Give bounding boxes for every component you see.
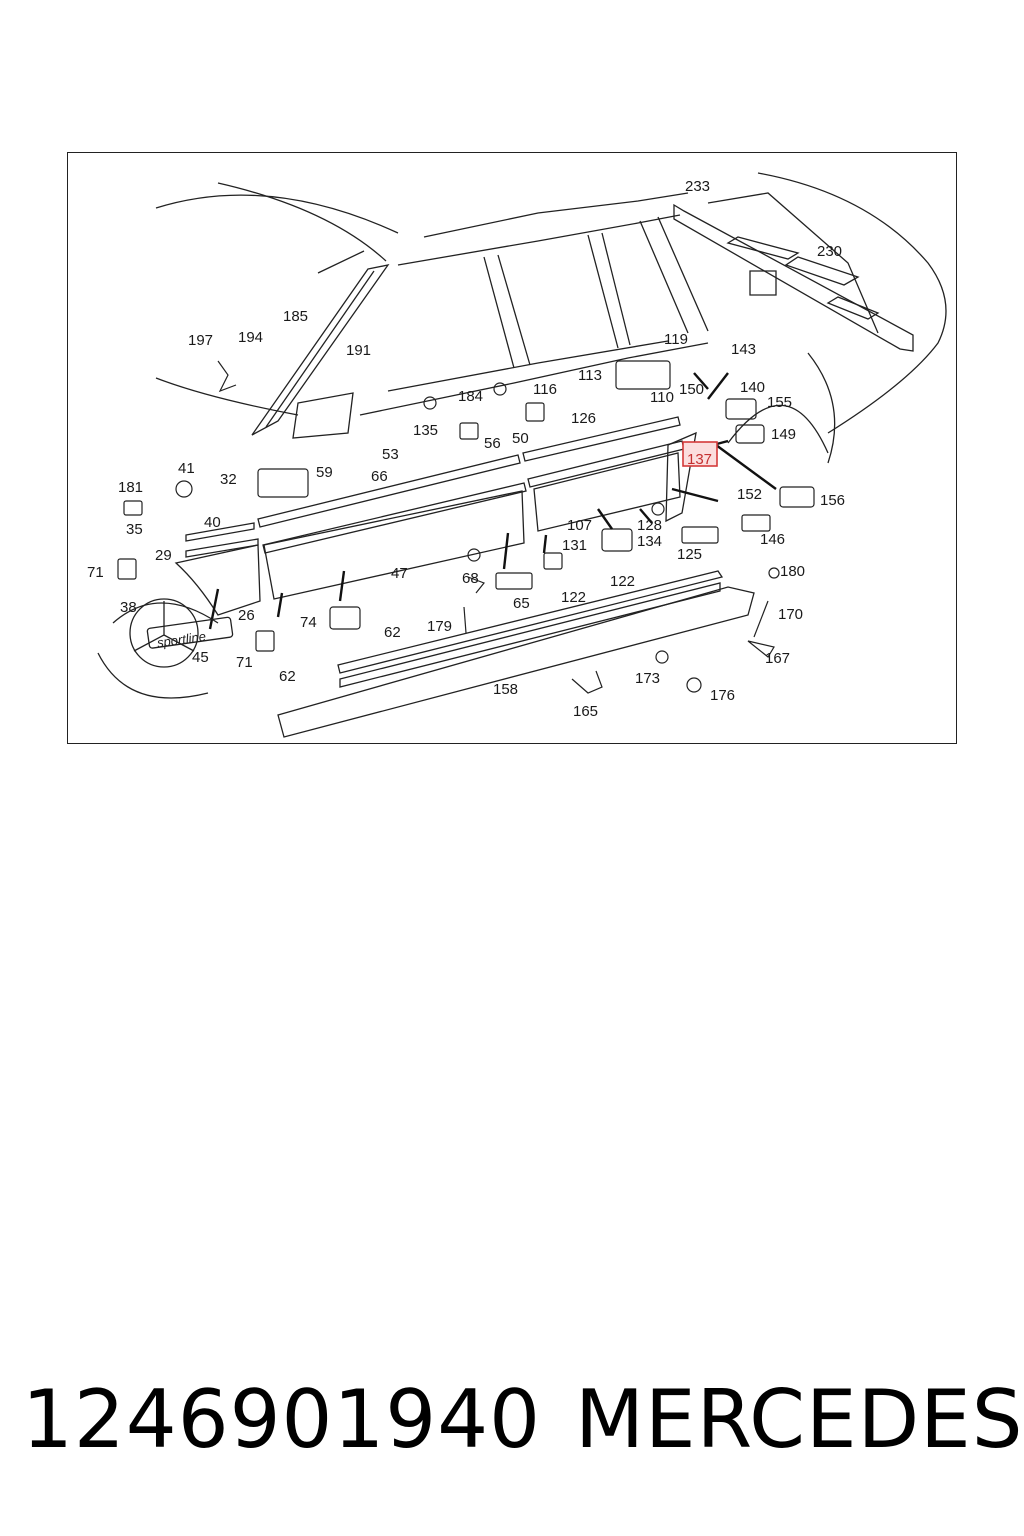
callout-122: 122 [610, 573, 635, 590]
callout-135: 135 [413, 422, 438, 439]
callout-26: 26 [238, 607, 255, 624]
callout-150: 150 [679, 381, 704, 398]
callout-126: 126 [571, 410, 596, 427]
callout-47: 47 [391, 565, 408, 582]
callout-125: 125 [677, 546, 702, 563]
callout-155: 155 [767, 394, 792, 411]
callout-165: 165 [573, 703, 598, 720]
callout-191: 191 [346, 342, 371, 359]
callout-134: 134 [637, 533, 662, 550]
pointer-arrows [208, 372, 777, 630]
callout-116: 116 [533, 381, 557, 398]
callout-146: 146 [760, 531, 785, 548]
part-number: 1246901940 [22, 1373, 541, 1466]
callout-181: 181 [118, 479, 143, 496]
callout-56: 56 [484, 435, 501, 452]
callout-180: 180 [780, 563, 805, 580]
callout-41: 41 [178, 460, 195, 477]
rocker-panel [277, 570, 755, 738]
callout-230: 230 [817, 243, 842, 260]
callout-50: 50 [512, 430, 529, 447]
callout-128: 128 [637, 517, 662, 534]
callout-194: 194 [238, 329, 263, 346]
callout-53: 53 [382, 446, 399, 463]
callout-74: 74 [300, 614, 317, 631]
callout-62: 62 [279, 668, 296, 685]
callout-38: 38 [120, 599, 137, 616]
callout-170: 170 [778, 606, 803, 623]
callout-156: 156 [820, 492, 845, 509]
callout-179: 179 [427, 618, 452, 635]
emblem-text: sportline [156, 629, 207, 651]
callout-35: 35 [126, 521, 143, 538]
roof-rail-trim [251, 264, 390, 436]
callout-233: 233 [685, 178, 710, 195]
callout-158: 158 [493, 681, 518, 698]
callout-62: 62 [384, 624, 401, 641]
callout-119: 119 [664, 331, 688, 348]
callout-65: 65 [513, 595, 530, 612]
callout-122: 122 [561, 589, 586, 606]
rear-spoiler-part [673, 203, 914, 352]
callout-167: 167 [765, 650, 790, 667]
clips-and-fasteners [117, 360, 815, 694]
brand-name: MERCEDES [575, 1373, 1024, 1466]
callout-40: 40 [204, 514, 221, 531]
callout-140: 140 [740, 379, 765, 396]
footer: 1246901940 MERCEDES [0, 1370, 1024, 1470]
callout-184: 184 [458, 388, 483, 405]
callout-176: 176 [710, 687, 735, 704]
callout-107: 107 [567, 517, 592, 534]
callout-152: 152 [737, 486, 762, 503]
callout-143: 143 [731, 341, 756, 358]
callout-71: 71 [236, 654, 253, 671]
callout-66: 66 [371, 468, 388, 485]
highlight-box [682, 441, 718, 467]
callout-137: 137 [687, 451, 712, 468]
callout-113: 113 [578, 367, 602, 384]
callout-197: 197 [188, 332, 213, 349]
parts-diagram-drawing: sportline 233 230 185 191 197 194 119 143 113 116… [87, 172, 947, 738]
callout-45: 45 [192, 649, 209, 666]
callout-173: 173 [635, 670, 660, 687]
callout-149: 149 [771, 426, 796, 443]
callout-32: 32 [220, 471, 237, 488]
callout-131: 131 [562, 537, 587, 554]
car-body-outline [97, 172, 947, 699]
mercedes-emblem: sportline [129, 598, 234, 668]
callout-68: 68 [462, 570, 479, 587]
callout-59: 59 [316, 464, 333, 481]
callout-71: 71 [87, 564, 104, 581]
callout-29: 29 [155, 547, 172, 564]
callout-185: 185 [283, 308, 308, 325]
callout-110: 110 [650, 389, 674, 406]
parts-diagram: sportline 233 230 185 191 197 194 119 143 113 116… [67, 152, 957, 744]
